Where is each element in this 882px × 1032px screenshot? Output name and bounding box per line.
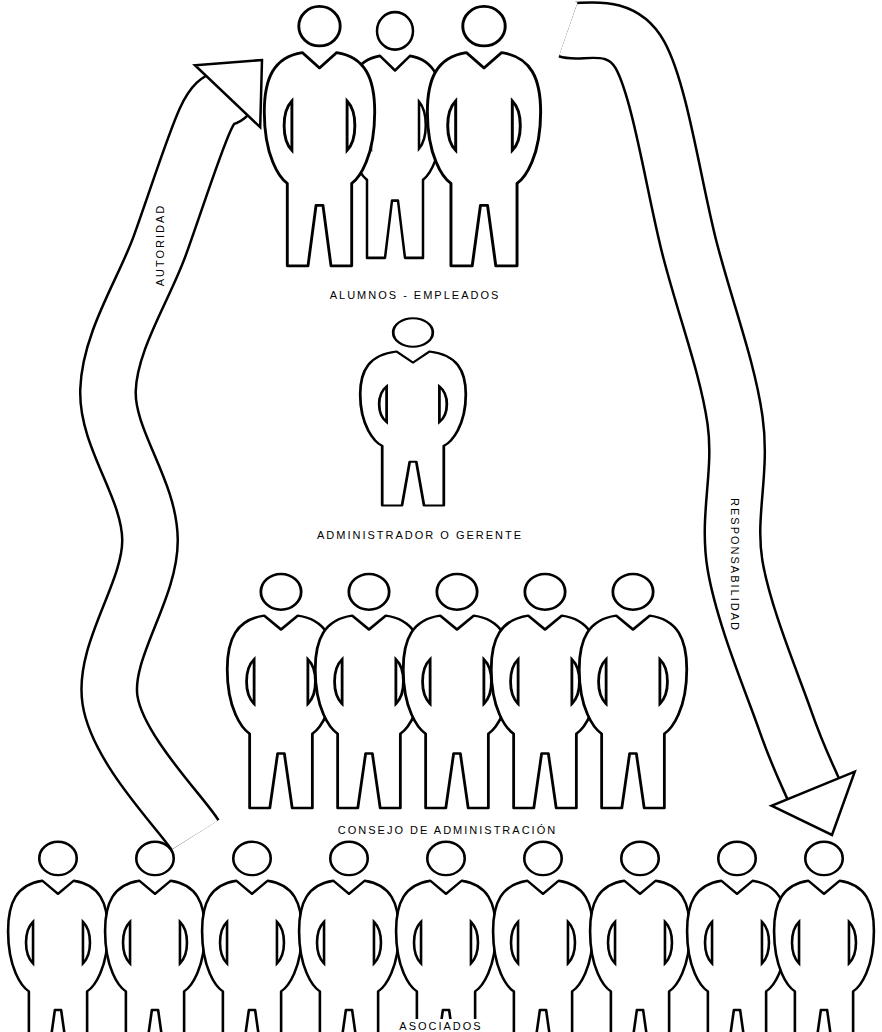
associates-figures (8, 842, 874, 1032)
figure-group: ASOCIADOS (0, 835, 882, 1032)
person-figure (687, 842, 787, 1032)
arrow-head (195, 60, 262, 127)
band-outline (568, 30, 813, 789)
arrow-head (771, 772, 854, 835)
band-outline (108, 96, 228, 835)
group-label: CONSEJO DE ADMINISTRACIÓN (335, 823, 560, 837)
person-figure (264, 6, 374, 265)
figure-group: CONSEJO DE ADMINISTRACIÓN (225, 570, 670, 838)
person-figure (774, 842, 874, 1032)
arrow-label: AUTORIDAD (152, 201, 168, 290)
group-label: ASOCIADOS (396, 1019, 485, 1032)
manager-figure (360, 318, 466, 505)
person-figure (493, 842, 593, 1032)
person-figure (427, 6, 540, 265)
figure-group: ALUMNOS - EMPLEADOS (262, 0, 568, 303)
council-figures (227, 574, 687, 808)
band-fill (568, 30, 813, 789)
figure-group: ADMINISTRADOR O GERENTE (300, 315, 540, 543)
arrow-label: RESPONSABILIDAD (727, 495, 743, 635)
person-figure (8, 842, 108, 1032)
person-figure (105, 842, 205, 1032)
person-figure (396, 842, 496, 1032)
person-figure (579, 574, 687, 808)
person-figure (202, 842, 302, 1032)
band-arrow (568, 30, 855, 835)
person-figure (590, 842, 690, 1032)
students-figures (264, 6, 540, 265)
group-label: ALUMNOS - EMPLEADOS (327, 288, 504, 302)
band-fill (108, 96, 228, 835)
band-arrow (108, 60, 262, 835)
person-figure (299, 842, 399, 1032)
person-figure (360, 318, 466, 505)
group-label: ADMINISTRADOR O GERENTE (314, 528, 526, 542)
